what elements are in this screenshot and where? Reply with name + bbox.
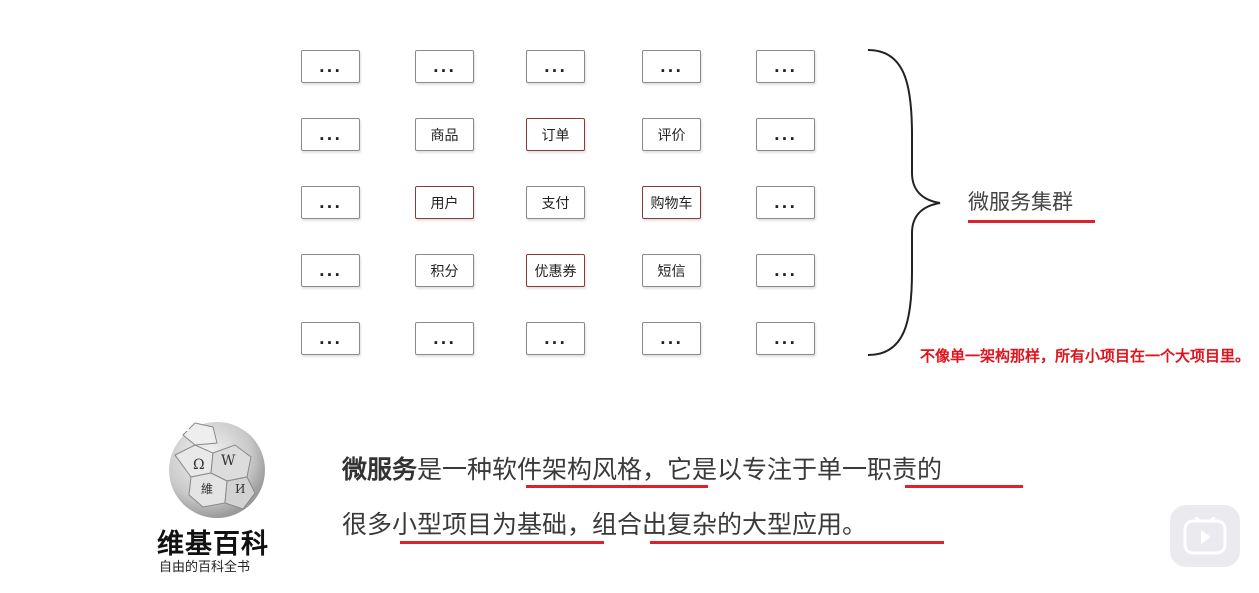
underline-large-application <box>650 541 944 544</box>
service-box: 优惠券 <box>526 254 585 287</box>
curly-brace <box>867 49 941 356</box>
service-placeholder-box: ... <box>756 254 815 287</box>
service-placeholder-box: ... <box>756 50 815 83</box>
svg-text:Ω: Ω <box>193 457 205 473</box>
svg-text:И: И <box>235 482 245 496</box>
service-placeholder-box: ... <box>301 322 360 355</box>
service-placeholder-box: ... <box>756 186 815 219</box>
wikipedia-tagline: 自由的百科全书 <box>159 560 251 575</box>
underline-architecture-style <box>526 485 708 488</box>
service-box: 评价 <box>642 118 701 151</box>
service-placeholder-box: ... <box>301 254 360 287</box>
service-placeholder-box: ... <box>526 50 585 83</box>
wikipedia-name: 维基百科 <box>157 529 269 560</box>
service-placeholder-box: ... <box>301 50 360 83</box>
wikipedia-globe-icon: Ω W 維 И <box>167 417 265 518</box>
service-placeholder-box: ... <box>301 186 360 219</box>
service-placeholder-box: ... <box>526 322 585 355</box>
service-box: 商品 <box>415 118 474 151</box>
underline-single-responsibility <box>905 485 1023 488</box>
definition-line-1-text: 是一种软件架构风格，它是以专注于单一职责的 <box>417 455 943 484</box>
underline-small-projects <box>400 541 604 544</box>
definition-term: 微服务 <box>342 455 418 484</box>
watermark-play-icon <box>1170 505 1240 567</box>
svg-text:W: W <box>221 453 236 469</box>
service-placeholder-box: ... <box>415 322 474 355</box>
service-placeholder-box: ... <box>642 322 701 355</box>
definition-line-1: 微服务是一种软件架构风格，它是以专注于单一职责的 <box>342 450 942 486</box>
service-box: 短信 <box>642 254 701 287</box>
service-placeholder-box: ... <box>756 118 815 151</box>
service-box: 购物车 <box>642 186 701 219</box>
service-box: 支付 <box>526 186 585 219</box>
annotation-note: 不像单一架构那样，所有小项目在一个大项目里。 <box>920 347 1251 365</box>
service-placeholder-box: ... <box>756 322 815 355</box>
cluster-label: 微服务集群 <box>968 190 1073 214</box>
service-placeholder-box: ... <box>301 118 360 151</box>
svg-text:維: 維 <box>201 482 213 496</box>
service-box: 订单 <box>526 118 585 151</box>
definition-line-2: 很多小型项目为基础，组合出复杂的大型应用。 <box>342 510 868 539</box>
service-box: 用户 <box>415 186 474 219</box>
service-placeholder-box: ... <box>642 50 701 83</box>
cluster-underline <box>968 220 1095 223</box>
service-box: 积分 <box>415 254 474 287</box>
service-placeholder-box: ... <box>415 50 474 83</box>
